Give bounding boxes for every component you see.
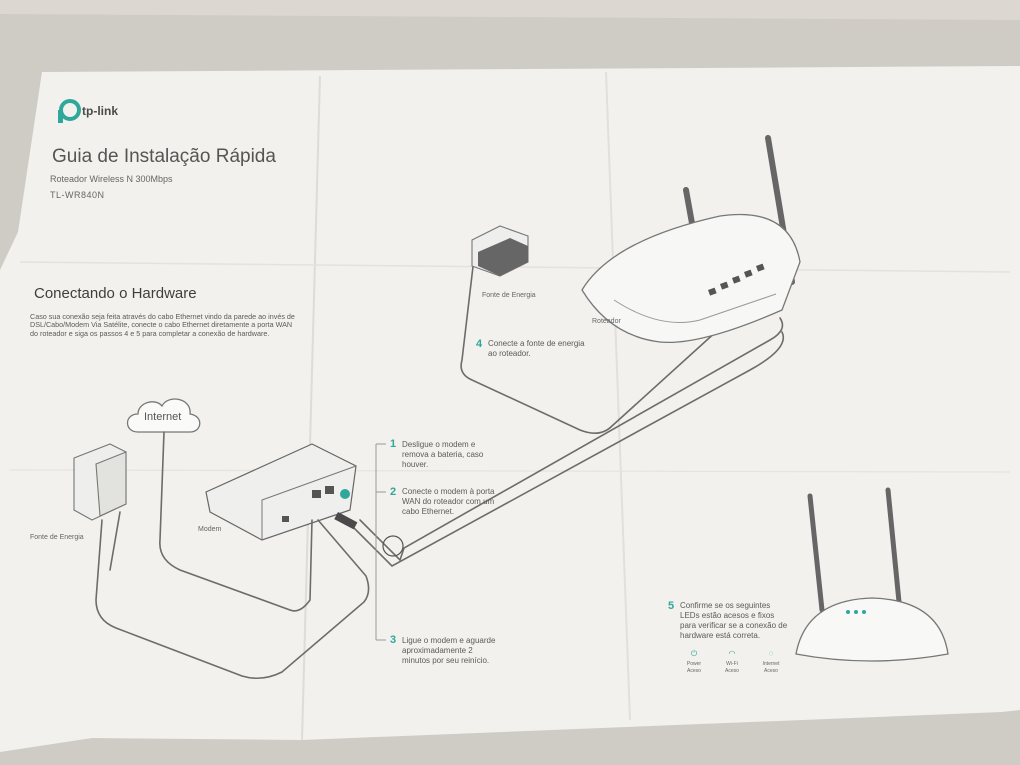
callout-lines [375, 443, 386, 641]
tp-link-logo-icon [58, 99, 81, 123]
internet-label: Internet [144, 411, 182, 423]
product-subtitle: Roteador Wireless N 300Mbps [50, 174, 173, 184]
step-number: 3 [390, 634, 397, 646]
modem-label: Modem [198, 526, 222, 533]
router-label: Roteador [592, 318, 621, 325]
step-number: 2 [390, 486, 397, 498]
led-name-wifi: Wi-Fi [726, 661, 738, 667]
led-name-internet: Internet [762, 661, 780, 667]
brand-name: tp-link [82, 104, 118, 118]
cable-highlight-ring [382, 535, 404, 557]
step-number: 1 [390, 438, 397, 450]
power-left-label: Fonte de Energia [30, 534, 84, 541]
step-text: Confirme se os seguintes LEDs estão aces… [680, 601, 788, 640]
led-state-wifi: Aceso [725, 668, 739, 674]
step-number: 5 [668, 600, 675, 612]
ethernet-connector-icon [334, 512, 358, 530]
internet-icon: ◌ [768, 649, 774, 658]
cable-lines [95, 257, 785, 680]
power-top-label: Fonte de Energia [482, 292, 536, 299]
router-device-front [795, 487, 949, 662]
page-title: Guia de Instalação Rápida [52, 146, 276, 167]
step-number: 4 [476, 338, 483, 350]
led-state-power: Aceso [687, 668, 701, 674]
power-icon: ⏻ [690, 649, 698, 658]
section-intro: Caso sua conexão seja feita através do c… [30, 312, 295, 338]
modem-device [205, 443, 357, 541]
wifi-icon: ◠ [728, 649, 736, 658]
power-adapter-top-icon [471, 225, 529, 277]
step-text: Conecte a fonte de energia ao roteador. [488, 339, 585, 358]
led-state-internet: Aceso [764, 668, 778, 674]
router-device-main [581, 135, 801, 344]
step-text: Desligue o modem e remova a bateria, cas… [402, 440, 484, 469]
product-model: TL-WR840N [50, 190, 105, 200]
led-name-power: Power [686, 661, 702, 667]
step-text: Ligue o modem e aguarde aproximadamente … [402, 636, 496, 665]
section-title: Conectando o Hardware [34, 285, 197, 302]
step-text: Conecte o modem à porta WAN do roteador … [402, 487, 495, 516]
power-adapter-left-icon [73, 443, 127, 521]
cloud-icon [126, 398, 201, 433]
